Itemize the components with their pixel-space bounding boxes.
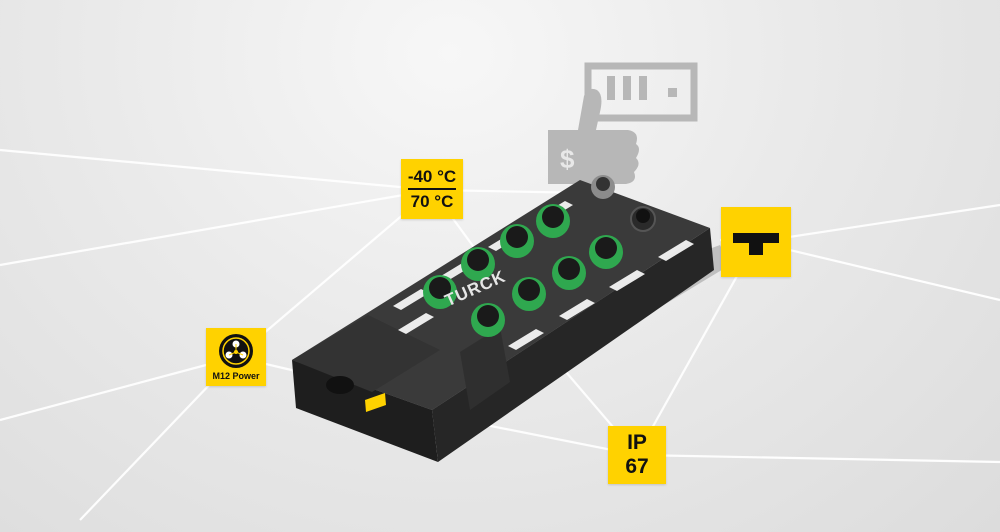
- connector-5: [471, 303, 505, 337]
- connector-2: [461, 247, 495, 281]
- ip-line-1: IP: [627, 431, 647, 454]
- connector-3: [500, 224, 534, 258]
- temperature-high: 70 °C: [410, 192, 454, 211]
- power-connector-1: [591, 175, 615, 199]
- ip-rating-badge: IP 67: [608, 426, 666, 484]
- m12-power-icon: [219, 334, 253, 368]
- t-connector-badge: [721, 207, 791, 277]
- m12-power-badge: M12 Power: [206, 328, 266, 386]
- temperature-low: -40 °C: [407, 167, 457, 186]
- connector-7: [552, 256, 586, 290]
- t-connector-icon: [733, 233, 779, 255]
- power-connector-2: [630, 206, 656, 232]
- connector-8: [589, 235, 623, 269]
- connector-6: [512, 277, 546, 311]
- temperature-badge: -40 °C 70 °C: [401, 159, 463, 219]
- ip-line-2: 67: [625, 455, 649, 478]
- thumb-dollar-card-icon: $: [548, 62, 698, 184]
- svg-text:$: $: [560, 144, 575, 174]
- m12-power-label: M12 Power: [212, 371, 260, 381]
- m12-connectors: [423, 175, 656, 337]
- temperature-divider: [408, 188, 456, 190]
- connector-4: [536, 204, 570, 238]
- connector-1: [423, 275, 457, 309]
